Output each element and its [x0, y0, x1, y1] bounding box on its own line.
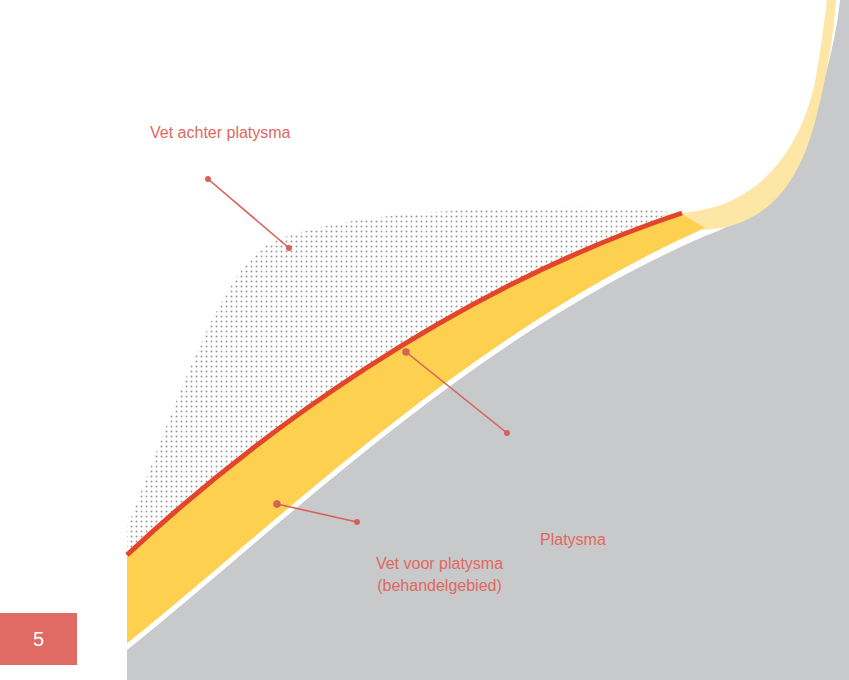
leader-dot — [505, 431, 509, 435]
skin-strip — [660, 0, 836, 230]
fat-front-platysma — [127, 213, 705, 644]
deep-tissue — [127, 0, 849, 680]
leader-dot — [287, 246, 291, 250]
leader-dot — [355, 520, 359, 524]
leader-line — [208, 179, 289, 248]
leader-dot — [206, 177, 210, 181]
leader-dot — [403, 349, 409, 355]
separation-line — [127, 231, 706, 646]
leader-dot — [274, 501, 280, 507]
leader-line — [406, 352, 507, 433]
callout-label: Vet achter platysma — [150, 122, 350, 144]
page-number-box: 5 — [0, 613, 77, 665]
leader-line — [277, 504, 357, 522]
callout-label: Vet voor platysma (behandelgebied) — [362, 553, 517, 597]
platysma-muscle — [127, 213, 682, 555]
page-number: 5 — [33, 628, 44, 651]
callout-label: Platysma — [540, 529, 640, 551]
